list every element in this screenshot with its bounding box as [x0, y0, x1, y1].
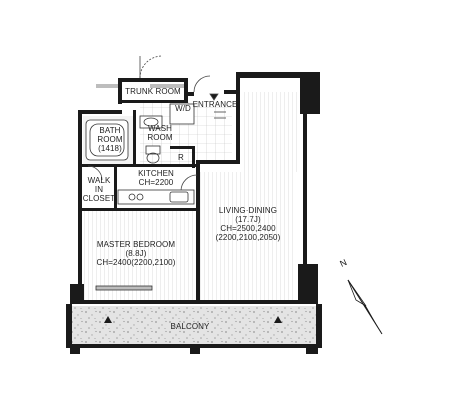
kitchen-text-1: KITCHEN [138, 169, 174, 178]
master-text-1: MASTER BEDROOM [96, 240, 176, 249]
walk-in-closet-label: WALK IN CLOSET [82, 176, 116, 203]
master-bedroom-label: MASTER BEDROOM (8.8J) CH=2400(2200,2100) [88, 240, 184, 267]
washer [169, 103, 195, 125]
entrance-text: ENTRANCE [192, 100, 238, 109]
walls [66, 72, 322, 354]
bath-text-1: BATH [99, 126, 121, 135]
bathtub [85, 119, 129, 161]
bath-text-2: ROOM [97, 135, 123, 144]
wash-text-2: ROOM [147, 133, 173, 142]
walkin-text-2: IN [94, 185, 104, 194]
living-text-3: CH=2500,2400 [220, 224, 276, 233]
bath-text-3: (1418) [98, 144, 122, 153]
master-text-3: CH=2400(2200,2100) [96, 258, 176, 267]
wd-label: W/D [170, 104, 196, 113]
balcony-text: BALCONY [170, 322, 210, 331]
living-text-2: (17.7J) [235, 215, 261, 224]
kitchen-counter [117, 189, 195, 205]
toilet [145, 145, 161, 155]
wash-text-1: WASH [147, 124, 173, 133]
balcony-label: BALCONY [160, 322, 220, 331]
wd-text: W/D [175, 104, 191, 113]
living-floor [200, 172, 296, 302]
fixtures [85, 103, 226, 291]
sink [169, 191, 189, 203]
washbasin [139, 115, 163, 129]
shelf-master [95, 285, 153, 291]
kitchen-text-2: CH=2200 [138, 178, 174, 187]
living-dining-label: LIVING·DINING (17.7J) CH=2500,2400 (2200… [208, 206, 288, 242]
refrigerator-label: R [172, 153, 190, 162]
balcony-floor [70, 306, 317, 346]
balcony-markers [104, 316, 282, 323]
doors [87, 55, 219, 192]
trunk-room-label: TRUNK ROOM [121, 87, 185, 96]
living-floor-north [241, 92, 297, 172]
master-text-2: (8.8J) [125, 249, 147, 258]
walkin-text-3: CLOSET [82, 194, 116, 203]
refrigerator-text: R [178, 153, 184, 162]
entrance-label: ENTRANCE [190, 100, 240, 109]
living-text-4: (2200,2100,2050) [215, 233, 281, 242]
trunk-room-text: TRUNK ROOM [125, 87, 181, 96]
kitchen-label: KITCHEN CH=2200 [128, 169, 184, 187]
walkin-text-1: WALK [87, 176, 111, 185]
north-arrow-icon [347, 279, 383, 335]
living-text-1: LIVING·DINING [218, 206, 278, 215]
entrance-tiles [196, 102, 232, 160]
bath-room-label: BATH ROOM (1418) [92, 126, 128, 153]
wash-room-label: WASH ROOM [142, 124, 178, 142]
